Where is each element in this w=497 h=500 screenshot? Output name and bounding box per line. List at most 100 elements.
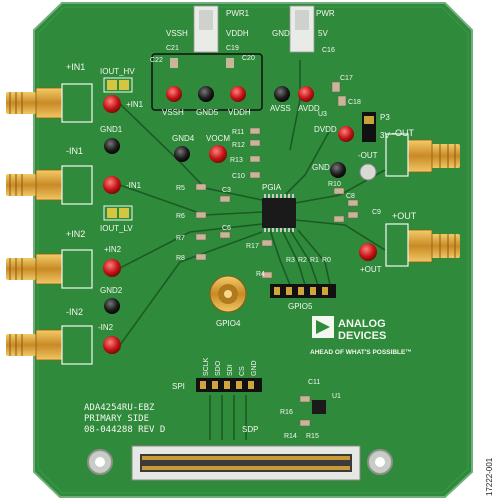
- sma-connector-out-neg[interactable]: [407, 139, 460, 173]
- sma-connector-out-pos[interactable]: [407, 229, 460, 263]
- connector-silkscreen-left: [61, 83, 93, 365]
- label-pwr: PWR: [316, 9, 335, 18]
- testpoint-in1-pos[interactable]: [103, 95, 121, 113]
- power-header-pwr[interactable]: [289, 5, 315, 53]
- label-out-pos-conn: +OUT: [392, 211, 417, 221]
- label-r11: R11: [232, 129, 244, 136]
- label-r14: R14: [284, 433, 297, 440]
- label-r16: R16: [280, 409, 293, 416]
- connector-gpio4[interactable]: [209, 275, 247, 313]
- label-r7: R7: [176, 235, 185, 242]
- logo-tagline: AHEAD OF WHAT'S POSSIBLE™: [310, 349, 412, 356]
- svg-text:CS: CS: [239, 366, 246, 376]
- label-c19: C19: [226, 45, 239, 52]
- mounting-hole-right: [367, 449, 393, 475]
- label-gnd2: GND2: [100, 286, 123, 295]
- label-c11: C11: [308, 379, 320, 386]
- label-pwr1: PWR1: [226, 9, 250, 18]
- jumper-iout-lv[interactable]: [103, 205, 133, 221]
- label-u3: U3: [318, 111, 327, 118]
- label-p3: P3: [380, 113, 390, 122]
- label-gnd: GND: [312, 163, 330, 172]
- figure-id: 17222-001: [485, 457, 494, 496]
- jumper-iout-hv[interactable]: [103, 77, 133, 93]
- jumper-p3[interactable]: [362, 112, 376, 142]
- testpoint-gnd2[interactable]: [104, 298, 120, 314]
- cap-c19: [226, 58, 234, 68]
- testpoint-avdd[interactable]: [298, 86, 314, 102]
- sdp-connector[interactable]: [131, 445, 361, 481]
- label-c9: C9: [372, 209, 381, 216]
- header-spi[interactable]: [196, 378, 262, 392]
- label-r15: R15: [306, 433, 319, 440]
- label-gpio-r2: R2: [298, 257, 307, 264]
- power-header-pwr1[interactable]: [193, 5, 219, 53]
- label-c22: C22: [150, 57, 163, 64]
- svg-text:SCLK: SCLK: [203, 357, 210, 376]
- cap-c21: [170, 58, 178, 68]
- label-gnd5: GND5: [196, 108, 219, 117]
- label-r17: R17: [246, 243, 259, 250]
- testpoint-in1-neg[interactable]: [103, 176, 121, 194]
- label-pgia: PGIA: [262, 183, 282, 192]
- label-vssh-tp: VSSH: [162, 108, 184, 117]
- testpoint-gnd5[interactable]: [198, 86, 214, 102]
- header-gpio5[interactable]: [270, 284, 336, 298]
- label-in1-pos-conn: +IN1: [66, 62, 85, 72]
- sma-connector-in1-pos[interactable]: [6, 87, 63, 119]
- testpoint-out-pos[interactable]: [359, 243, 377, 261]
- label-c10: C10: [232, 173, 245, 180]
- analog-devices-logo: ANALOG DEVICES AHEAD OF WHAT'S POSSIBLE™: [310, 316, 412, 356]
- label-avdd: AVDD: [298, 104, 320, 113]
- ic-u1: [312, 400, 326, 414]
- label-r6: R6: [176, 213, 185, 220]
- label-gnd1: GND1: [100, 125, 123, 134]
- testpoint-out-neg[interactable]: [359, 163, 377, 181]
- ic-ada4254-pgia: [262, 194, 296, 232]
- sma-connector-in1-neg[interactable]: [6, 169, 63, 201]
- logo-line2: DEVICES: [338, 330, 386, 342]
- testpoint-dvdd[interactable]: [338, 126, 354, 142]
- sma-connector-in2-pos[interactable]: [6, 253, 63, 285]
- mounting-hole-left: [87, 449, 113, 475]
- label-gpio5: GPIO5: [288, 302, 313, 311]
- label-sdp: SDP: [242, 425, 258, 434]
- testpoint-vssh[interactable]: [166, 86, 182, 102]
- testpoint-in2-neg[interactable]: [103, 336, 121, 354]
- label-in1-neg-conn: -IN1: [66, 146, 83, 156]
- sma-connector-in2-neg[interactable]: [6, 329, 63, 361]
- board-name: ADA4254RU-EBZ: [84, 403, 155, 413]
- testpoint-gnd[interactable]: [330, 162, 346, 178]
- power-input-block: [151, 53, 263, 111]
- svg-text:SDO: SDO: [215, 360, 222, 376]
- testpoint-vddh[interactable]: [230, 86, 246, 102]
- board-side: PRIMARY SIDE: [84, 414, 149, 424]
- label-iout-hv: IOUT_HV: [100, 67, 135, 76]
- label-gpio-r1: R1: [310, 257, 319, 264]
- label-r4: R4: [256, 271, 265, 278]
- logo-line1: ANALOG: [338, 318, 386, 330]
- label-tp-in2-pos: +IN2: [104, 245, 122, 254]
- testpoint-avss[interactable]: [274, 86, 290, 102]
- label-tp-in2-neg: -IN2: [98, 323, 114, 332]
- testpoint-in2-pos[interactable]: [103, 259, 121, 277]
- label-c16: C16: [322, 47, 335, 54]
- label-iout-lv: IOUT_LV: [100, 224, 133, 233]
- spi-pin-labels: SCLK SDO SDI CS GND: [203, 357, 258, 376]
- label-vddh-top: VDDH: [226, 29, 249, 38]
- label-u1: U1: [332, 393, 341, 400]
- label-c20: C20: [242, 55, 255, 62]
- svg-text:SDI: SDI: [227, 364, 234, 376]
- label-tp-in1-pos: +IN1: [126, 100, 144, 109]
- label-gpio-r0: R0: [322, 257, 331, 264]
- label-spi: SPI: [172, 382, 185, 391]
- label-gpio-r3: R3: [286, 257, 295, 264]
- testpoint-gnd1[interactable]: [104, 138, 120, 154]
- testpoint-vocm[interactable]: [209, 145, 227, 163]
- label-tp-in1-neg: -IN1: [126, 181, 142, 190]
- label-r13: R13: [230, 157, 243, 164]
- label-tp-out-pos: +OUT: [360, 265, 382, 274]
- testpoint-gnd4[interactable]: [174, 146, 190, 162]
- label-3v: 3V: [380, 131, 390, 140]
- label-dvdd: DVDD: [314, 125, 337, 134]
